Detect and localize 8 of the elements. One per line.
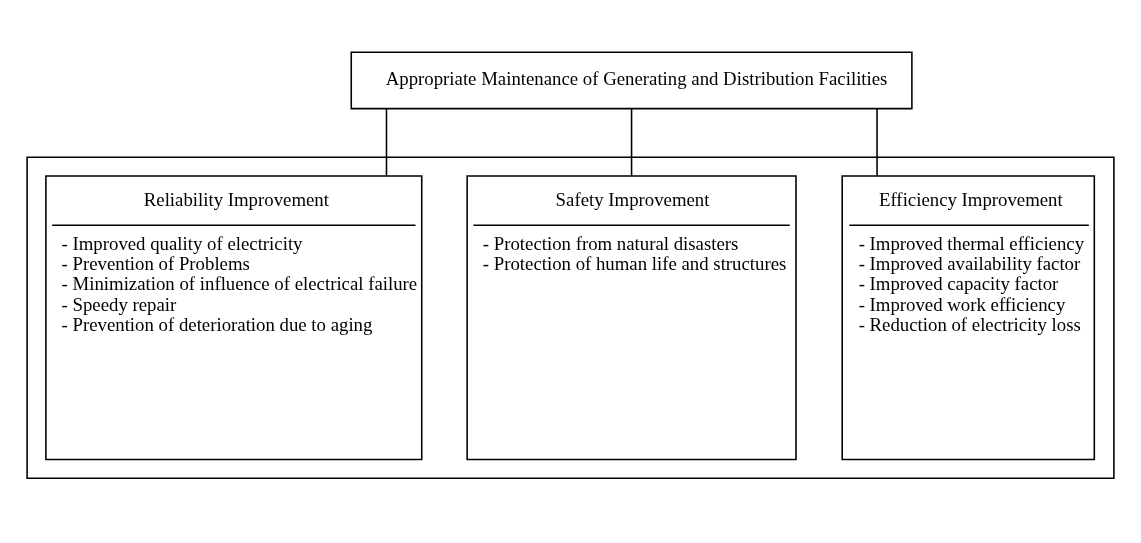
connector [630,108,633,177]
connector [876,108,878,177]
connector [385,108,388,177]
node-box: Appropriate Maintenance of Generating and Distribution Facilities [350,51,913,110]
node-box: Reliability Improvement - Improved quality of electricity - Prevention of Problems - Minimization of influence of electrical failure - Speedy repair - Prevention of deterioration due to aging [45,175,423,461]
node-box: Efficiency Improvement - Improved thermal efficiency - Improved availability factor - Improved capacity factor - Improved work efficiency - Reduction of electricity loss [841,175,1096,461]
node-box: Safety Improvement - Protection from natural disasters - Protection of human life and structures [466,175,797,461]
cluster [26,156,1115,479]
